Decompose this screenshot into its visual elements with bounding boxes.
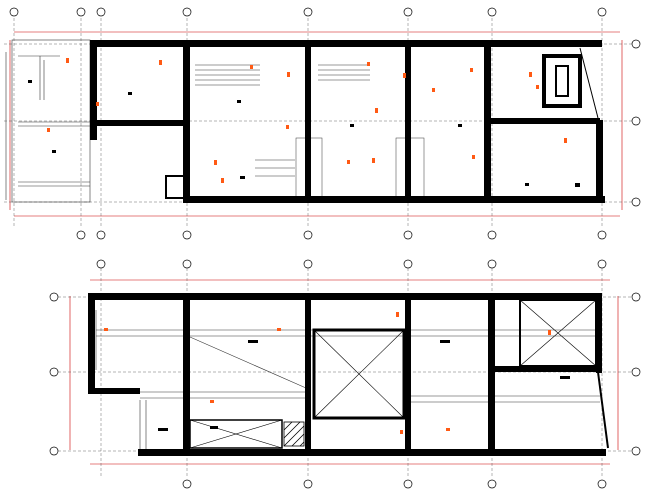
lower-hatch (283, 421, 305, 447)
upper-plan (4, 7, 641, 240)
lower-dimension-lines (69, 279, 619, 465)
upper-shaft (542, 47, 599, 119)
upper-dimension-lines (9, 31, 623, 217)
lower-beams (95, 310, 600, 455)
lower-plan (49, 259, 641, 489)
upper-walls (90, 40, 605, 203)
upper-left-light-outline (5, 39, 91, 203)
upper-stair-lines (195, 64, 425, 199)
lower-voids (189, 299, 609, 449)
lower-fixtures (158, 340, 570, 431)
lower-markers (104, 312, 551, 434)
upper-top-bubbles (9, 7, 641, 240)
lower-walls (88, 293, 606, 456)
lower-bubbles (49, 259, 641, 489)
upper-fixtures (28, 80, 580, 187)
upper-markers (47, 58, 567, 183)
